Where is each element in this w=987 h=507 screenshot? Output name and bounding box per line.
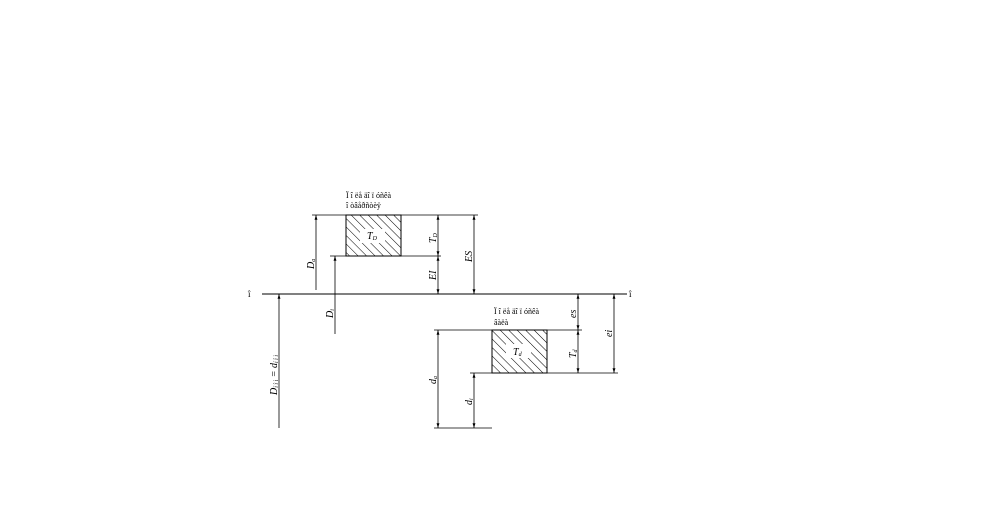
label-Td: Td [568, 348, 579, 358]
hole-zone-caption-line1: Ï î ëå äî ï óñêà [346, 191, 392, 200]
label-TD: TD [428, 232, 439, 243]
label-D-max: Da [306, 259, 317, 270]
shaft-zone-caption-line1: Ï î ëå äî ï óñêà [494, 307, 540, 316]
label-d-max: da [428, 376, 439, 384]
label-ES: ES [464, 251, 475, 263]
zero-line-label-right: î [628, 289, 632, 299]
hole-zone-label: TD [367, 231, 378, 242]
zero-line-label-left: î [247, 289, 251, 299]
shaft-zone-label: Td [513, 347, 523, 358]
label-d-min: di [464, 398, 475, 405]
label-EI: EI [428, 270, 439, 281]
label-D-min: Di [325, 309, 336, 319]
label-es: es [568, 310, 579, 318]
label-nominal: Dí î ì = dí î ì [269, 355, 280, 396]
shaft-zone-label-bg [506, 344, 531, 358]
hole-zone-caption-line2: î òâåðñòèÿ [345, 201, 381, 210]
hole-zone-label-bg [360, 229, 385, 243]
label-ei: ei [604, 330, 615, 337]
shaft-zone-caption-line2: âàëà [494, 318, 509, 327]
